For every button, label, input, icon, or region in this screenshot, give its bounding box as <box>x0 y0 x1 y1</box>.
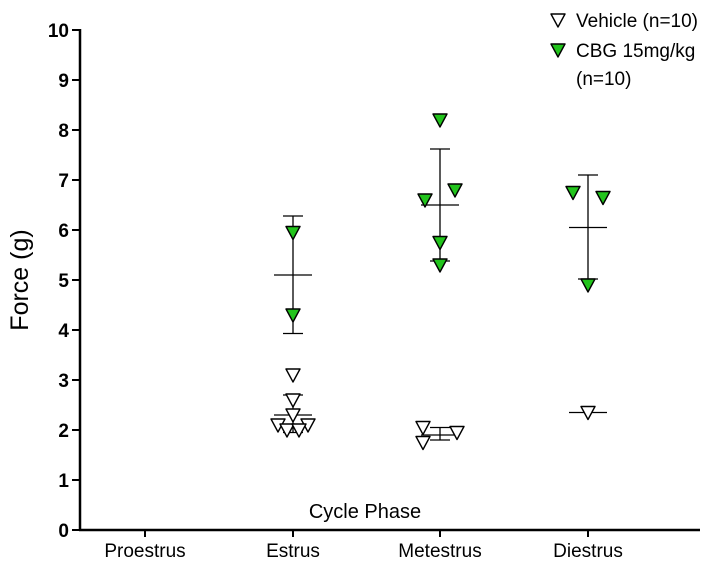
y-tick-label: 4 <box>58 321 69 342</box>
y-tick-label: 1 <box>58 471 69 492</box>
y-tick-label: 10 <box>48 21 69 42</box>
data-point <box>595 190 611 206</box>
x-tick-label: Metestrus <box>398 541 481 562</box>
data-point <box>447 183 463 198</box>
summary-bars <box>274 148 607 441</box>
y-tick-label: 2 <box>58 421 69 442</box>
x-tick-label: Estrus <box>266 541 320 562</box>
legend-marker <box>550 43 566 58</box>
data-point <box>285 225 301 241</box>
data-point <box>432 113 448 128</box>
legend-label: Vehicle (n=10) <box>576 11 698 32</box>
x-tick-label: Proestrus <box>104 541 185 562</box>
data-point <box>580 405 596 421</box>
y-tick-label: 6 <box>58 221 69 242</box>
y-tick-label: 5 <box>58 271 69 292</box>
legend: Vehicle (n=10) CBG 15mg/kg(n=10) <box>550 11 698 90</box>
data-point <box>415 420 431 436</box>
y-tick-label: 9 <box>58 71 69 92</box>
data-point <box>285 368 301 383</box>
y-tick-label: 8 <box>58 121 69 142</box>
data-point <box>417 193 433 208</box>
data-point <box>415 435 431 451</box>
data-point <box>285 393 301 408</box>
legend-marker <box>550 13 566 28</box>
data-point <box>285 308 301 323</box>
x-axis-title: Cycle Phase <box>309 501 421 523</box>
y-tick-label: 3 <box>58 371 69 392</box>
y-tick-label: 0 <box>58 521 69 542</box>
data-point <box>449 425 465 441</box>
data-point <box>285 408 301 423</box>
data-point <box>279 423 295 438</box>
data-point <box>291 423 307 438</box>
legend-label: CBG 15mg/kg(n=10) <box>576 41 695 90</box>
data-points <box>270 113 611 451</box>
y-tick-label: 7 <box>58 171 69 192</box>
data-point <box>565 185 581 201</box>
data-point <box>580 278 596 293</box>
x-tick-label: Diestrus <box>553 541 623 562</box>
data-point <box>432 235 448 251</box>
y-axis-title: Force (g) <box>6 229 34 330</box>
data-point <box>432 258 448 273</box>
